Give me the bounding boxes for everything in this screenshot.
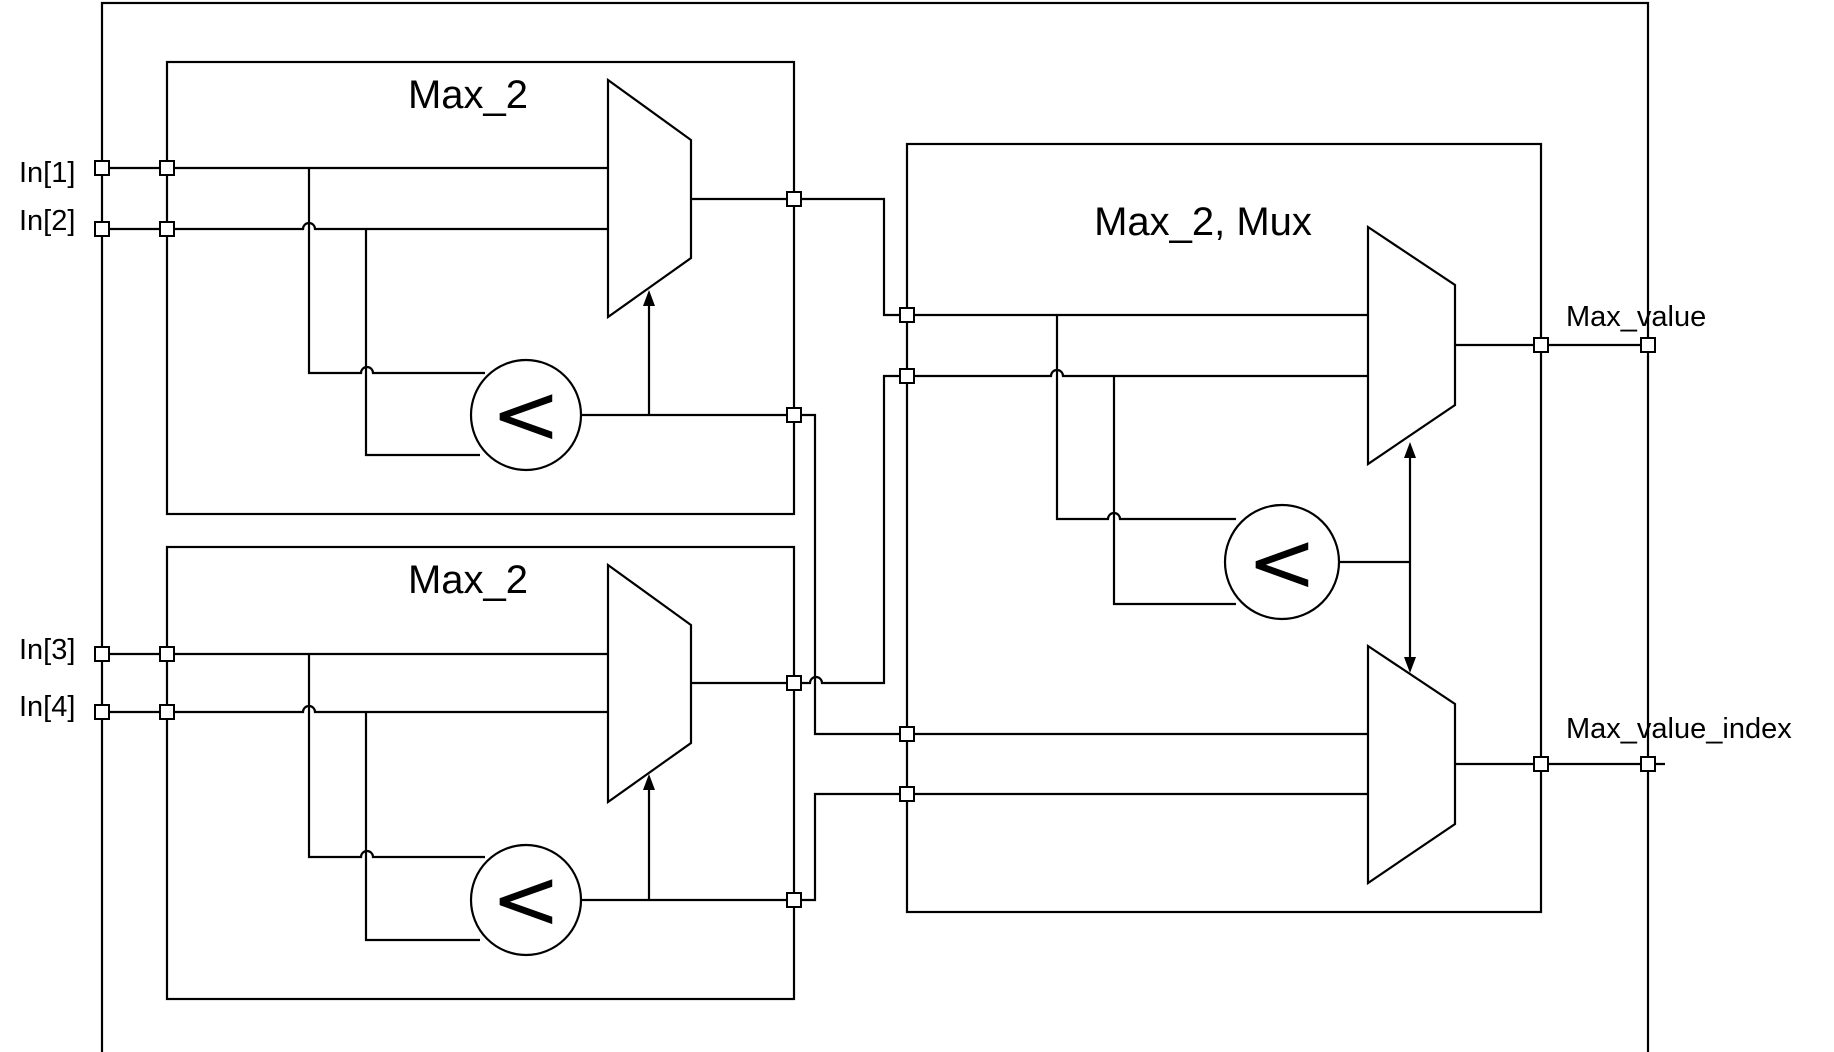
max2-mux-block: Max_2, Mux < xyxy=(691,142,1665,914)
arrow-select-up xyxy=(1404,442,1416,458)
port-mux-in-b xyxy=(899,368,915,384)
final-comparator-symbol: < xyxy=(1247,513,1317,611)
port-mux-out-value xyxy=(1533,337,1549,353)
port-mux-in-c xyxy=(899,726,915,742)
io-labels: In[1] In[2] In[3] In[4] Max_value Max_va… xyxy=(19,157,1792,745)
wire-in2-to-cmp xyxy=(364,229,480,457)
max2-block-bottom: Max_2 < xyxy=(102,545,796,1001)
wire-bottom-max-value xyxy=(691,368,1368,685)
wire-top-cmp-to-index xyxy=(794,413,1368,736)
port-mux-in-a xyxy=(899,307,915,323)
port-top-index xyxy=(786,407,802,423)
port-markers xyxy=(94,160,1656,908)
value-mux xyxy=(1366,224,1457,467)
port-in3-outer xyxy=(94,646,110,662)
wire-in1-to-cmp xyxy=(307,168,485,375)
label-max-value-index: Max_value_index xyxy=(1566,713,1792,745)
max2-top-mux xyxy=(606,77,693,320)
label-in2: In[2] xyxy=(19,205,75,237)
arrow-select-down xyxy=(1404,657,1416,673)
wire-in4 xyxy=(102,704,608,714)
max2-block-top: Max_2 < xyxy=(102,60,796,516)
max2-bottom-frame xyxy=(165,545,796,1001)
max2-top-comparator-symbol: < xyxy=(491,365,561,463)
port-bottom-value xyxy=(786,675,802,691)
port-in4-block xyxy=(159,704,175,720)
port-in2-block xyxy=(159,221,175,237)
port-in1-outer xyxy=(94,160,110,176)
label-in4: In[4] xyxy=(19,691,75,723)
port-in2-outer xyxy=(94,221,110,237)
arrow-bottom-select xyxy=(643,774,655,790)
label-in3: In[3] xyxy=(19,634,75,666)
label-in1: In[1] xyxy=(19,157,75,189)
port-in3-block xyxy=(159,646,175,662)
port-top-value xyxy=(786,191,802,207)
port-out-index xyxy=(1640,756,1656,772)
label-max-value: Max_value xyxy=(1566,301,1706,333)
port-mux-in-d xyxy=(899,786,915,802)
wire-bottom-cmp-to-index xyxy=(794,792,1368,902)
max2-top-frame xyxy=(165,60,796,516)
port-in1-block xyxy=(159,160,175,176)
max2-mux-title: Max_2, Mux xyxy=(1094,200,1312,244)
wire-in3-to-cmp xyxy=(307,654,485,859)
max2-mux-frame xyxy=(905,142,1543,914)
max2-bottom-comparator-symbol: < xyxy=(491,850,561,948)
wire-cmp-in-a xyxy=(1055,315,1236,521)
max2-top-title: Max_2 xyxy=(408,73,528,117)
wire-cmp-in-b xyxy=(1112,376,1236,606)
max2-bottom-mux xyxy=(606,562,693,805)
port-out-value xyxy=(1640,337,1656,353)
port-bottom-index xyxy=(786,892,802,908)
wire-in2 xyxy=(102,221,608,231)
outer-box xyxy=(100,1,1650,1052)
max2-bottom-title: Max_2 xyxy=(408,558,528,602)
port-in4-outer xyxy=(94,704,110,720)
wire-in4-to-cmp xyxy=(364,712,480,942)
index-mux xyxy=(1366,643,1457,886)
port-mux-out-index xyxy=(1533,756,1549,772)
arrow-top-select xyxy=(643,290,655,306)
